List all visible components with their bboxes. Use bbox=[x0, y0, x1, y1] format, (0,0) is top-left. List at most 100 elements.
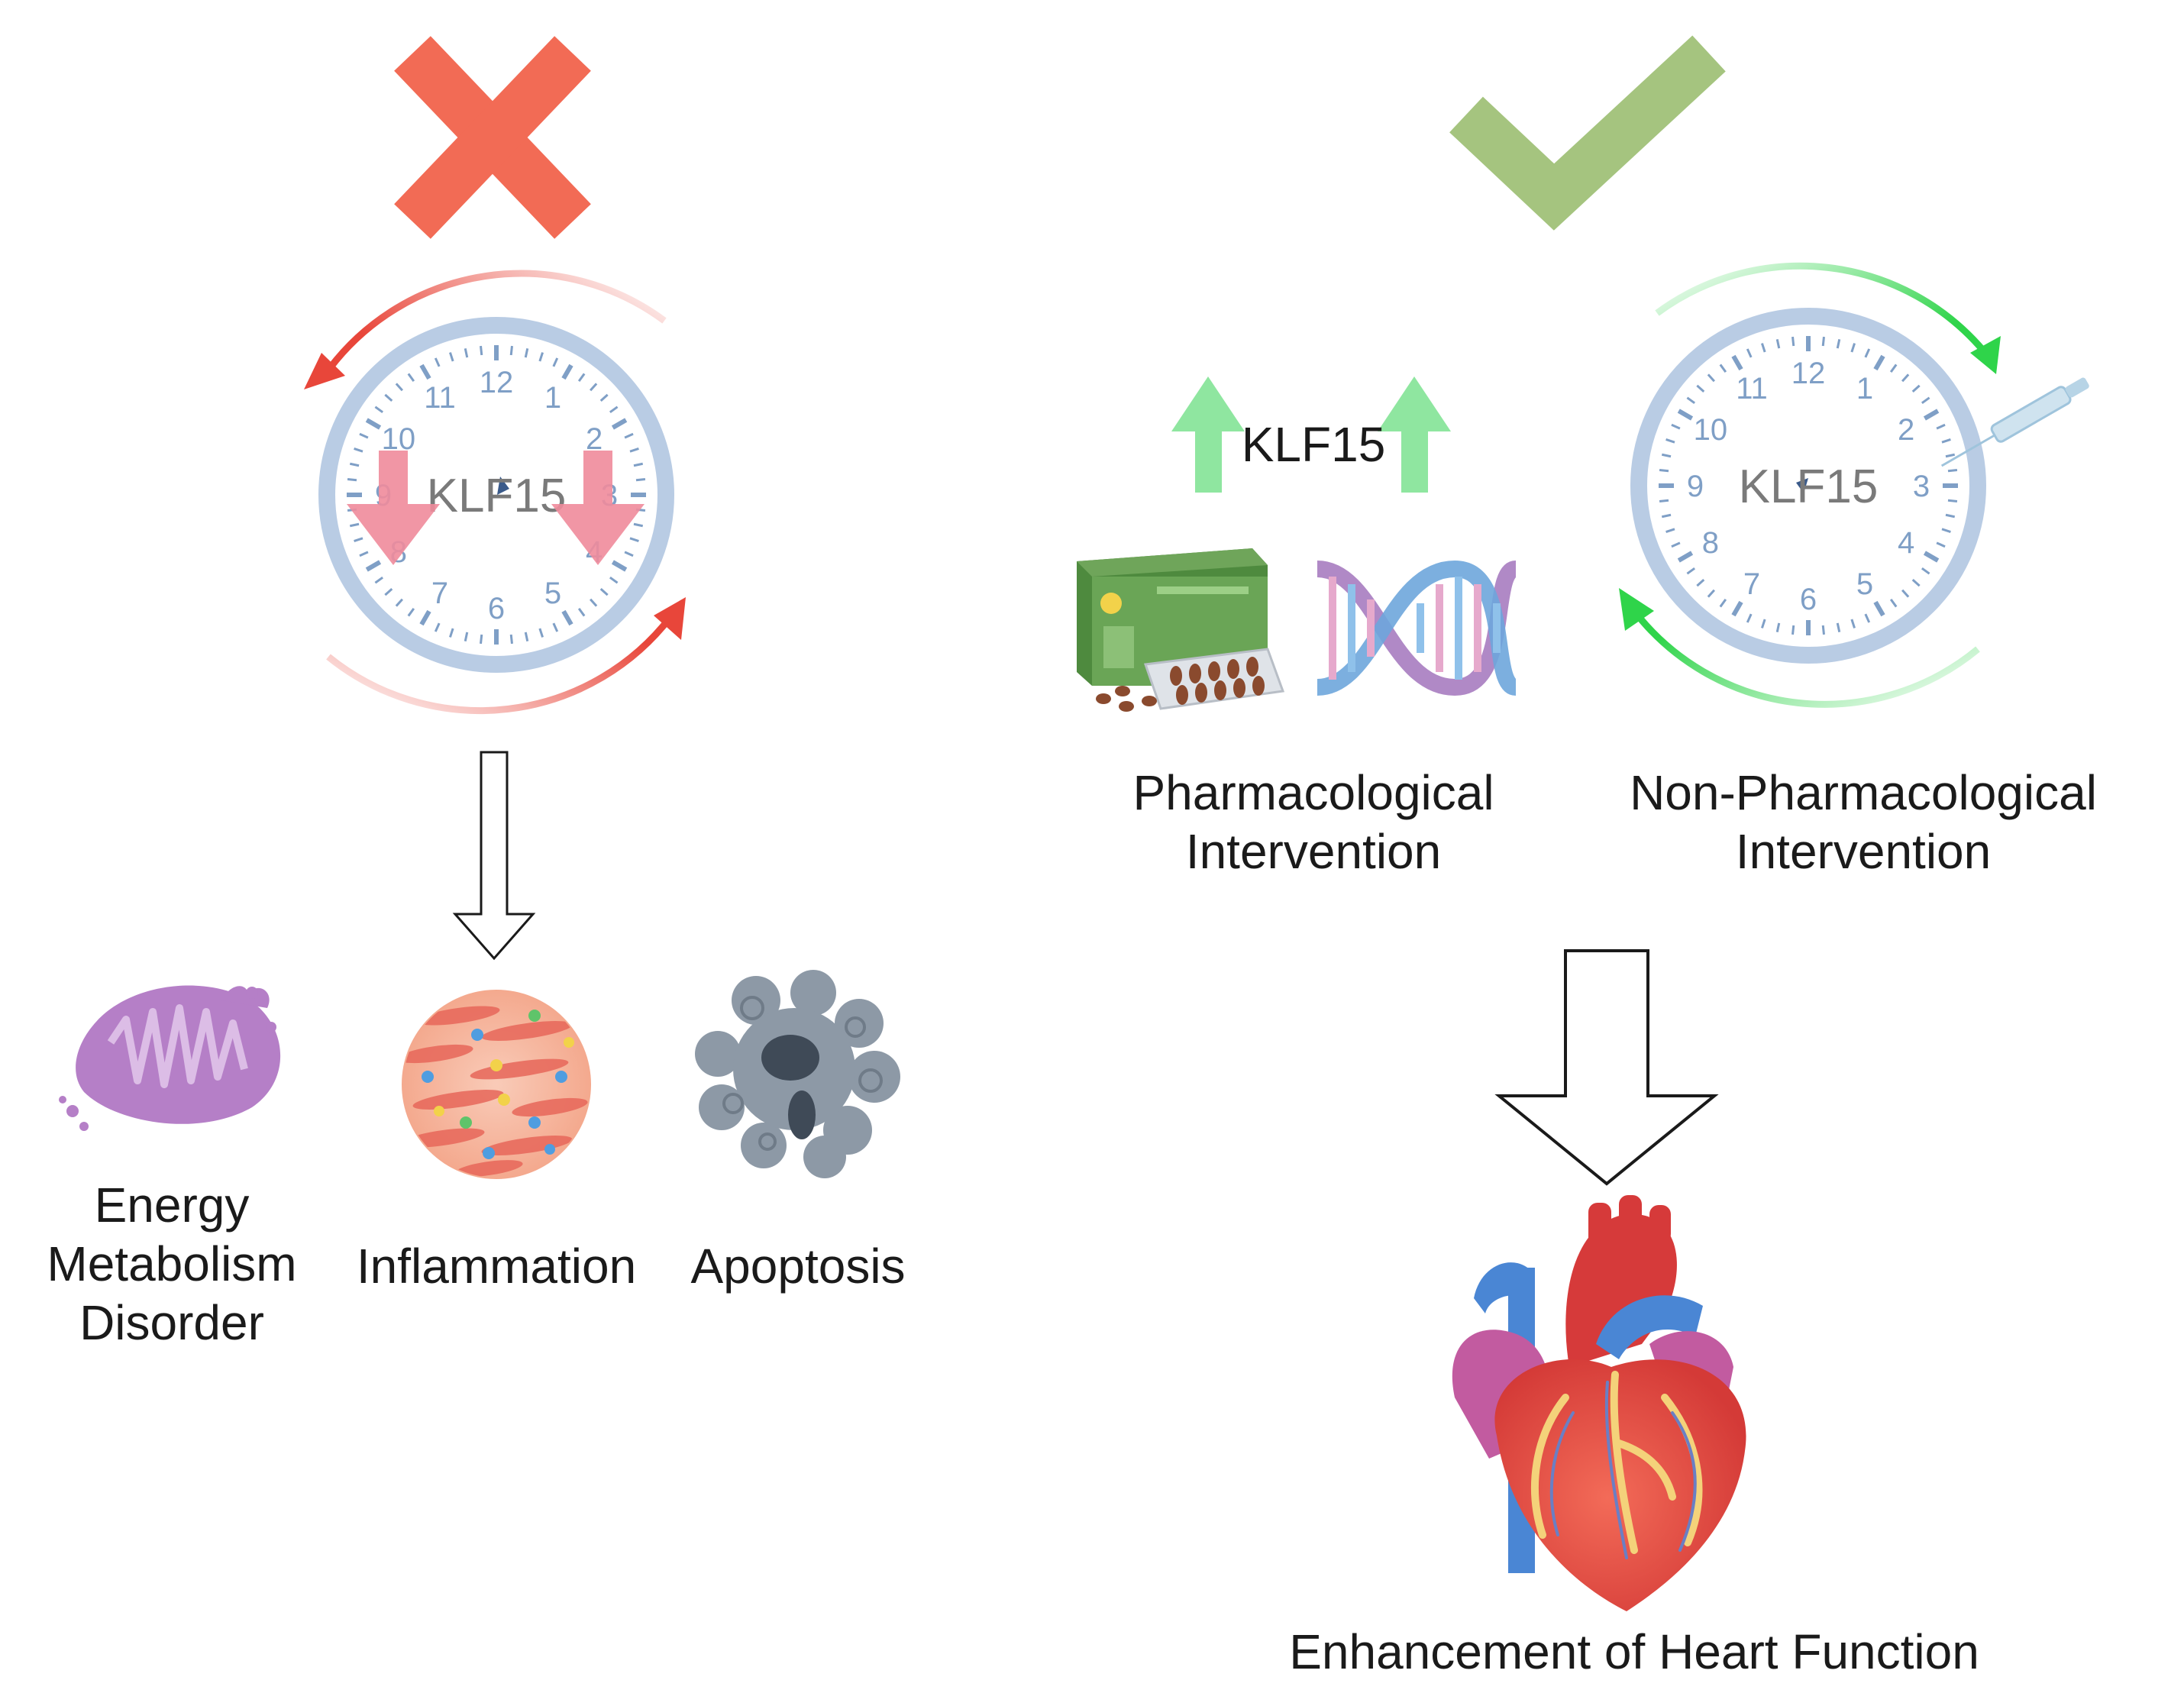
clock-tick bbox=[407, 607, 415, 617]
clock-tick bbox=[509, 634, 513, 645]
clock-tick bbox=[1719, 363, 1727, 373]
cycle-arrows-green bbox=[1619, 262, 2001, 708]
clock-tick bbox=[1791, 625, 1795, 635]
clock-number: 6 bbox=[488, 592, 505, 625]
clock-tick bbox=[1761, 619, 1766, 628]
apoptosis-icon bbox=[695, 970, 900, 1178]
clock-tick bbox=[464, 632, 469, 642]
clock-tick bbox=[609, 405, 619, 414]
clock-tick bbox=[1659, 469, 1669, 473]
clock-tick bbox=[577, 607, 586, 617]
clock-tick bbox=[1923, 551, 1940, 563]
clock-tick bbox=[365, 418, 382, 430]
clock-tick bbox=[1947, 499, 1958, 502]
heart-icon bbox=[1452, 1195, 1746, 1611]
clock-tick bbox=[590, 598, 598, 607]
clock-tick bbox=[1665, 438, 1675, 444]
clock-number: 6 bbox=[1800, 583, 1817, 616]
clock-tick bbox=[1661, 513, 1672, 519]
clock-tick bbox=[1677, 551, 1694, 563]
clock-tick bbox=[1686, 567, 1696, 575]
clock-tick bbox=[359, 432, 369, 439]
cycle-arrows-red bbox=[304, 270, 686, 714]
clock-tick bbox=[624, 432, 634, 439]
clock-tick bbox=[1911, 579, 1921, 587]
clock-tick bbox=[629, 448, 639, 453]
clock-tick bbox=[561, 609, 573, 626]
clock-tick bbox=[349, 522, 360, 528]
clock-tick bbox=[374, 405, 384, 414]
clock-tick bbox=[599, 393, 609, 402]
outcome-apoptosis: Apoptosis bbox=[690, 1239, 906, 1294]
drug-package-icon bbox=[1077, 548, 1285, 712]
clock-tick bbox=[395, 383, 403, 392]
clock-tick bbox=[1945, 453, 1956, 458]
clock-number: 10 bbox=[382, 422, 416, 456]
clock-tick bbox=[1947, 469, 1958, 473]
clock-tick bbox=[374, 576, 384, 584]
check-icon bbox=[1449, 35, 1726, 231]
clock-tick bbox=[629, 537, 639, 542]
clock-tick bbox=[434, 357, 441, 367]
hollow-down-arrow-left bbox=[452, 751, 536, 961]
non-pharmacological-intervention-label: Non-Pharmacological Intervention bbox=[1630, 765, 2097, 879]
clock-number: 11 bbox=[424, 381, 456, 415]
outcome-inflammation: Inflammation bbox=[356, 1239, 637, 1294]
clock-tick bbox=[609, 576, 619, 584]
clock-tick bbox=[354, 537, 363, 542]
clock-tick bbox=[1864, 348, 1871, 358]
clock-number: 5 bbox=[544, 577, 561, 610]
clock-tick bbox=[1936, 423, 1946, 430]
clock-tick bbox=[395, 598, 403, 607]
clock-tick bbox=[349, 462, 360, 467]
clock-tick bbox=[538, 628, 544, 638]
clock-tick bbox=[1686, 396, 1696, 405]
clock-tick bbox=[1873, 600, 1885, 617]
heart-function-outcome-label: Enhancement of Heart Function bbox=[1289, 1624, 1979, 1679]
clock-tick bbox=[1921, 396, 1930, 405]
clock-ticks bbox=[347, 345, 646, 645]
clock-tick bbox=[1677, 409, 1694, 421]
clock-tick bbox=[552, 622, 559, 632]
clock-tick bbox=[1901, 589, 1910, 598]
mitochondrion-icon bbox=[59, 985, 281, 1131]
clock-number: 2 bbox=[1898, 413, 1914, 447]
clock-ticks bbox=[1659, 336, 1958, 635]
clock-tick bbox=[1936, 541, 1946, 548]
clock-number: 7 bbox=[1743, 567, 1760, 601]
clock-number: 1 bbox=[1856, 372, 1873, 405]
down-arrow-icon bbox=[347, 451, 645, 565]
clock-tick bbox=[1889, 363, 1898, 373]
clock-tick bbox=[611, 418, 628, 430]
clock-tick bbox=[1911, 384, 1921, 393]
clock-tick bbox=[1671, 423, 1681, 430]
clock-tick bbox=[1696, 384, 1705, 393]
clock-tick bbox=[480, 345, 483, 356]
clock-tick bbox=[1665, 528, 1675, 533]
clock-tick bbox=[384, 393, 393, 402]
clock-tick bbox=[1836, 622, 1841, 633]
clock-tick bbox=[480, 634, 483, 645]
clock-tick bbox=[1719, 598, 1727, 608]
clock-tick bbox=[419, 609, 431, 626]
clock-tick bbox=[1707, 373, 1715, 383]
clock-tick bbox=[1850, 343, 1856, 353]
klf15-clock-label-left: KLF15 bbox=[427, 470, 567, 522]
clock-tick bbox=[538, 352, 544, 362]
clock-tick bbox=[434, 622, 441, 632]
clock-tick bbox=[633, 522, 644, 528]
clock-tick bbox=[1791, 336, 1795, 347]
clock-tick bbox=[577, 373, 586, 383]
clock-tick bbox=[1659, 499, 1669, 502]
clock-tick bbox=[1731, 354, 1743, 371]
clock-tick bbox=[509, 345, 513, 356]
cross-icon bbox=[394, 36, 591, 239]
clock-number: 2 bbox=[586, 422, 603, 456]
clock-tick bbox=[1707, 589, 1715, 598]
clock-tick bbox=[1731, 600, 1743, 617]
pharmacological-intervention-label: Pharmacological Intervention bbox=[1132, 765, 1494, 879]
clock-tick bbox=[590, 383, 598, 392]
clock-tick bbox=[365, 560, 382, 572]
